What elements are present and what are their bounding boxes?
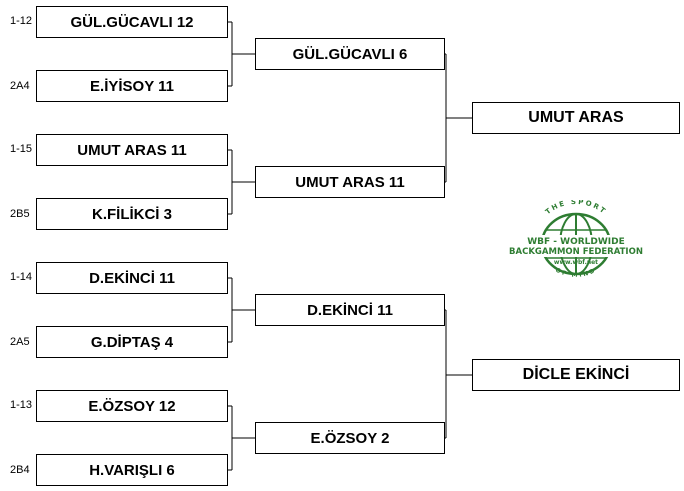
logo-line1: WBF - WORLDWIDE <box>527 237 625 247</box>
round1-match-box: E.ÖZSOY 12 <box>36 390 228 422</box>
round1-match-box: GÜL.GÜCAVLI 12 <box>36 6 228 38</box>
seed-label: 2A5 <box>10 336 30 348</box>
seed-label: 1-14 <box>10 271 33 283</box>
logo-line2: BACKGAMMON FEDERATION <box>509 247 643 257</box>
seed-label: 1-15 <box>10 143 33 155</box>
round2-match-box: D.EKİNCİ 11 <box>255 294 445 326</box>
seed-label: 2B4 <box>10 464 30 476</box>
seed-label: 1-13 <box>10 399 33 411</box>
round1-match-box: UMUT ARAS 11 <box>36 134 228 166</box>
finalist-box: UMUT ARAS <box>472 102 680 134</box>
logo-url: www.wbf.net <box>554 259 598 266</box>
round1-match-box: E.İYİSOY 11 <box>36 70 228 102</box>
round2-match-box: UMUT ARAS 11 <box>255 166 445 198</box>
round1-match-box: H.VARIŞLI 6 <box>36 454 228 486</box>
seed-label: 2A4 <box>10 80 30 92</box>
round1-match-box: G.DİPTAŞ 4 <box>36 326 228 358</box>
wbf-logo: THE SPORT WBF - WORLDWIDE BACKGAMMON FED… <box>509 200 643 279</box>
seed-label: 2B5 <box>10 208 30 220</box>
seed-label: 1-12 <box>10 15 33 27</box>
round2-match-box: GÜL.GÜCAVLI 6 <box>255 38 445 70</box>
round2-match-box: E.ÖZSOY 2 <box>255 422 445 454</box>
round1-match-box: K.FİLİKCİ 3 <box>36 198 228 230</box>
finalist-box: DİCLE EKİNCİ <box>472 359 680 391</box>
round1-match-box: D.EKİNCİ 11 <box>36 262 228 294</box>
